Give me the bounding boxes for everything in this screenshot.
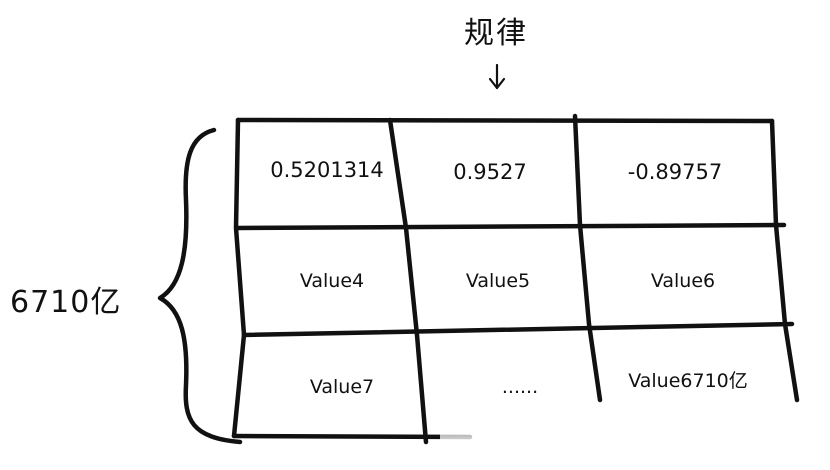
diagram-title: 规律	[464, 16, 528, 51]
table-cell: Value4	[299, 270, 365, 292]
table-cell: Value7	[309, 376, 375, 398]
table-cell: -0.89757	[627, 160, 723, 184]
table-left-border	[231, 117, 247, 439]
table-top-border	[235, 117, 775, 124]
down-arrow-icon	[488, 63, 506, 90]
table-col-divider-1	[387, 117, 429, 445]
table-bottom-border	[231, 433, 473, 440]
table-cell: Value5	[465, 270, 531, 292]
table-cell: Value6	[650, 270, 716, 292]
table-cell: 0.9527	[453, 160, 527, 184]
table-right-border	[769, 118, 800, 403]
table-cell: ......	[501, 376, 539, 398]
table-cell: Value6710亿	[628, 370, 748, 392]
curly-brace-icon	[157, 127, 243, 445]
table-col-divider-2	[572, 113, 603, 403]
table-row-divider-2	[241, 321, 795, 338]
table-cell: 0.5201314	[270, 158, 384, 182]
table-row-divider-1	[235, 222, 787, 231]
row-count-label: 6710亿	[10, 285, 122, 320]
